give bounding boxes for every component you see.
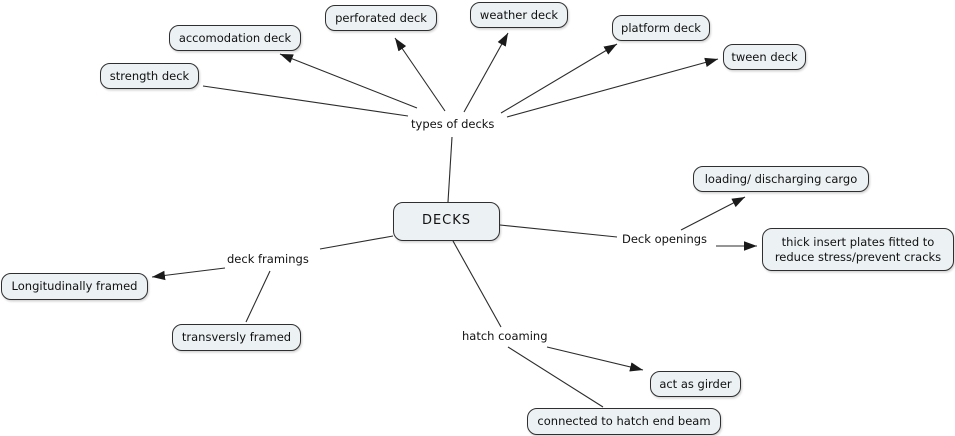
linking-phrase-hatch-coaming[interactable]: hatch coaming <box>462 329 548 343</box>
node-act-as-girder[interactable]: act as girder <box>650 371 741 397</box>
edge-decks-types <box>447 136 453 203</box>
linking-phrase-deck-openings[interactable]: Deck openings <box>622 232 708 246</box>
node-longitudinally-framed[interactable]: Longitudinally framed <box>1 273 148 300</box>
edge-coaming-girder <box>546 346 644 372</box>
node-accomodation-deck[interactable]: accomodation deck <box>169 25 301 51</box>
edge-decks-framings <box>319 235 394 250</box>
edge-decks-openings <box>499 224 618 238</box>
node-loading-discharging-cargo[interactable]: loading/ discharging cargo <box>693 166 869 192</box>
edge-framings-longitudinal <box>151 267 226 281</box>
node-strength-deck[interactable]: strength deck <box>100 63 199 89</box>
edge-types-strength <box>202 85 409 117</box>
node-tween-deck[interactable]: tween deck <box>723 44 806 70</box>
edge-types-tween <box>506 57 719 118</box>
edge-openings-loading <box>680 196 746 231</box>
node-perforated-deck[interactable]: perforated deck <box>325 5 437 31</box>
edge-types-accomodation <box>279 53 418 109</box>
node-connected-to-hatch-end-beam[interactable]: connected to hatch end beam <box>527 408 721 435</box>
linking-phrase-deck-framings[interactable]: deck framings <box>227 252 309 266</box>
node-transversly-framed[interactable]: transversly framed <box>172 324 301 351</box>
edge-coaming-connected <box>507 346 604 408</box>
edge-framings-transversly <box>245 270 271 323</box>
edge-types-weather <box>463 32 509 113</box>
node-decks[interactable]: DECKS <box>393 202 500 241</box>
edge-decks-coaming <box>452 240 502 328</box>
node-platform-deck[interactable]: platform deck <box>612 15 710 41</box>
edge-types-perforated <box>394 37 446 112</box>
edge-types-platform <box>500 43 618 114</box>
node-thick-insert-plates[interactable]: thick insert plates fitted to reduce str… <box>762 228 954 271</box>
node-weather-deck[interactable]: weather deck <box>470 2 568 28</box>
linking-phrase-types-of-decks[interactable]: types of decks <box>411 117 495 131</box>
